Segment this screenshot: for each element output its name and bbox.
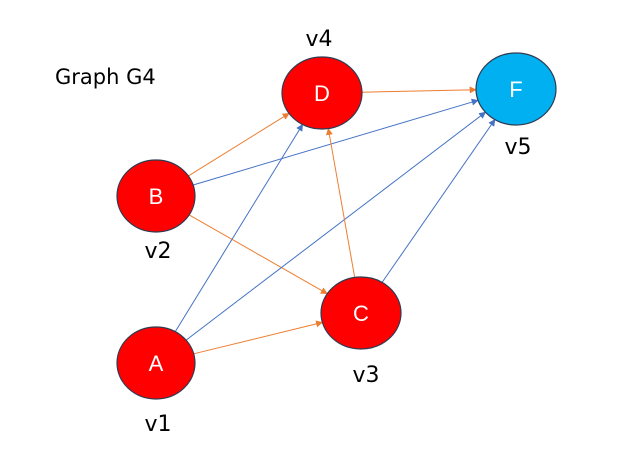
edge-d-to-f bbox=[361, 86, 477, 94]
node-a: Av1 bbox=[116, 326, 196, 437]
node-c: Cv3 bbox=[320, 276, 402, 388]
node-b: Bv2 bbox=[116, 159, 196, 264]
node-label: D bbox=[314, 81, 330, 106]
edge-b-to-c bbox=[188, 214, 328, 295]
node-label: C bbox=[353, 301, 369, 326]
node-label: B bbox=[149, 184, 164, 209]
node-circle bbox=[281, 56, 363, 130]
node-circle bbox=[475, 52, 557, 126]
edge-b-to-f bbox=[192, 98, 479, 186]
edge-a-to-f bbox=[185, 111, 487, 341]
node-circle bbox=[116, 326, 196, 400]
node-caption: v4 bbox=[305, 27, 332, 52]
edge-c-to-d bbox=[325, 127, 356, 278]
node-label: F bbox=[509, 77, 522, 102]
node-label: A bbox=[149, 351, 164, 376]
node-caption: v1 bbox=[144, 412, 171, 437]
node-caption: v2 bbox=[144, 239, 171, 264]
node-caption: v5 bbox=[504, 135, 531, 160]
edges-layer bbox=[174, 86, 496, 355]
node-d: Dv4 bbox=[281, 27, 363, 130]
node-circle bbox=[320, 276, 402, 350]
edge-b-to-d bbox=[188, 112, 290, 177]
node-f: Fv5 bbox=[475, 52, 557, 160]
edge-c-to-f bbox=[381, 119, 496, 283]
edge-a-to-c bbox=[193, 320, 324, 355]
graph-title: Graph G4 bbox=[55, 65, 156, 89]
node-caption: v3 bbox=[352, 363, 379, 388]
node-circle bbox=[116, 159, 196, 233]
edge-a-to-d bbox=[174, 123, 304, 332]
